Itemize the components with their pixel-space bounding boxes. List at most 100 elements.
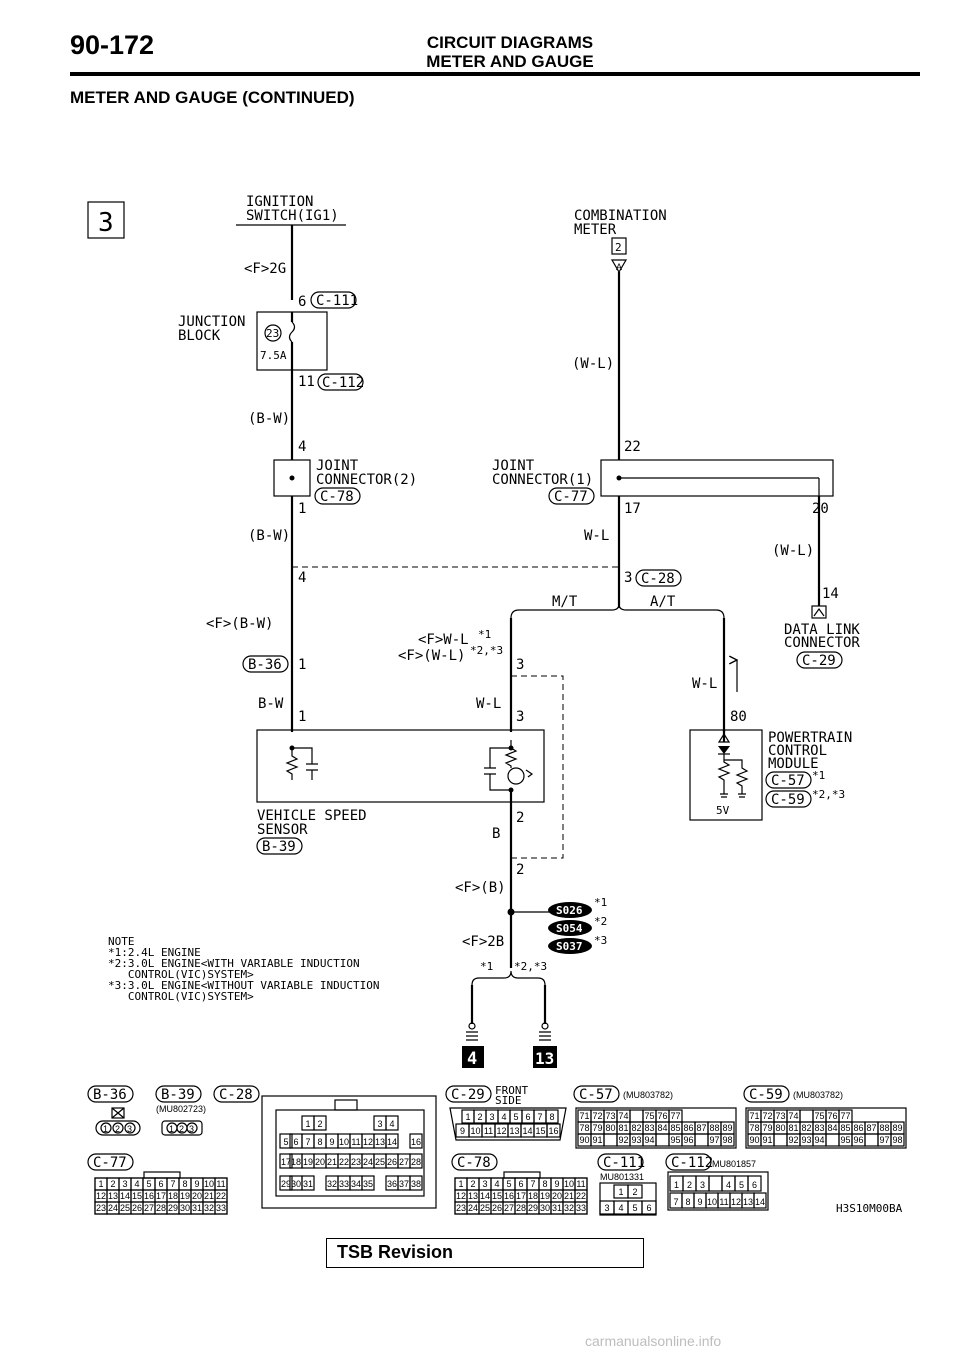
star1-c: *1 [480, 960, 493, 973]
c57-pin: 95 [670, 1135, 680, 1145]
c77-pin: 5 [146, 1179, 151, 1189]
c57-pin: 85 [670, 1123, 680, 1133]
c78-pin: 31 [552, 1203, 562, 1213]
conn-c77-title: C-77 [93, 1155, 127, 1171]
c78-pin: 6 [518, 1179, 523, 1189]
page-ref-box [87, 201, 125, 239]
c28-pin: 8 [317, 1137, 322, 1147]
pin-3c: 3 [516, 709, 524, 725]
c28-pin: 16 [411, 1137, 421, 1147]
c57-pin: 80 [605, 1123, 615, 1133]
tsb-revision-box: TSB Revision [326, 1238, 644, 1268]
pcm-label-3: MODULE [768, 756, 819, 772]
conn-b39-face [161, 1120, 203, 1136]
c77-pin: 2 [110, 1179, 115, 1189]
c111-pin: 6 [646, 1203, 651, 1213]
conn-c59-part: (MU803782) [793, 1090, 843, 1100]
joint1-label-2: CONNECTOR(1) [492, 472, 593, 488]
c57-pin: 73 [605, 1111, 615, 1121]
c28-pin: 7 [305, 1137, 310, 1147]
c77-pin: 8 [182, 1179, 187, 1189]
header-rule [70, 72, 920, 76]
c28-pin: 36 [387, 1179, 397, 1189]
c28-pin: 34 [351, 1179, 361, 1189]
svg-text:1: 1 [103, 1124, 108, 1134]
conn-c59-face [745, 1107, 907, 1149]
c57-pin: 89 [722, 1123, 732, 1133]
wire-wl-5: W-L [692, 676, 717, 692]
c57-pin: 76 [657, 1111, 667, 1121]
c28-pin: 2 [317, 1119, 322, 1129]
data-link-label-1: DATA LINK [784, 622, 860, 638]
c77-pin: 14 [120, 1191, 130, 1201]
c77-pin: 3 [122, 1179, 127, 1189]
c29-pin: 12 [496, 1126, 506, 1136]
fuse-number: 23 [266, 327, 279, 340]
c28-pin: 22 [339, 1157, 349, 1167]
conn-c29-tag: C-29 [802, 653, 836, 669]
c29-pin: 8 [549, 1112, 554, 1122]
ground-page-ref-13 [533, 1046, 557, 1068]
c78-pin: 25 [480, 1203, 490, 1213]
c59-pin: 79 [762, 1123, 772, 1133]
c28-pin: 21 [327, 1157, 337, 1167]
c59-pin: 92 [788, 1135, 798, 1145]
c77-pin: 15 [132, 1191, 142, 1201]
c28-pin: 5 [283, 1137, 288, 1147]
wire-f-2b: <F>2B [462, 934, 504, 950]
c78-pin: 21 [564, 1191, 574, 1201]
conn-c78-title: C-78 [457, 1155, 491, 1171]
combination-meter-label-1: COMBINATION [574, 208, 667, 224]
c78-pin: 16 [504, 1191, 514, 1201]
star1-d: *1 [812, 769, 825, 782]
conn-c112-tag: C-112 [322, 375, 364, 391]
data-link-label-2: CONNECTOR [784, 635, 860, 651]
note-line-3: *2:3.0L ENGINE<WITH VARIABLE INDUCTION [108, 957, 360, 970]
c59-pin: 83 [814, 1123, 824, 1133]
c28-pin: 14 [387, 1137, 397, 1147]
conn-c57-part: (MU803782) [623, 1090, 673, 1100]
pin-80: 80 [730, 709, 747, 725]
diode-icon [718, 746, 730, 754]
wire-f-2g: <F>2G [244, 261, 286, 277]
c29-pin: 11 [484, 1126, 493, 1136]
c59-pin: 95 [840, 1135, 850, 1145]
c28-pin: 33 [339, 1179, 349, 1189]
wire-f-b: <F>(B) [455, 880, 506, 896]
pin-20: 20 [812, 501, 829, 517]
c59-pin: 74 [788, 1111, 798, 1121]
c57-pin: 86 [683, 1123, 693, 1133]
c77-pin: 7 [170, 1179, 175, 1189]
c29-pin: 5 [513, 1112, 518, 1122]
svg-text:13: 13 [535, 1049, 554, 1068]
meter-pin-box: 2 [615, 241, 622, 254]
title-line-2: METER AND GAUGE [426, 52, 594, 71]
conn-c111-title: C-111 [603, 1155, 645, 1171]
c28-pin: 4 [389, 1119, 394, 1129]
wire-wl-1: (W-L) [572, 356, 614, 372]
c78-pin: 29 [528, 1203, 538, 1213]
star23-c: *2,*3 [514, 960, 547, 973]
svg-text:3: 3 [189, 1124, 194, 1134]
c59-pin: 87 [866, 1123, 876, 1133]
c77-pin: 12 [96, 1191, 106, 1201]
c29-pin: 4 [501, 1112, 506, 1122]
c29-pin: 1 [465, 1112, 470, 1122]
joint1-label-1: JOINT [492, 458, 535, 474]
splice-s054: S054 [556, 922, 583, 935]
c59-pin: 93 [801, 1135, 811, 1145]
star23-a: *2,*3 [470, 644, 503, 657]
c78-pin: 15 [492, 1191, 502, 1201]
c57-pin: 79 [592, 1123, 602, 1133]
c77-pin: 10 [204, 1179, 214, 1189]
c112-pin: 11 [719, 1197, 728, 1207]
wire-f-wl2: <F>(W-L) [398, 648, 465, 664]
c77-pin: 19 [180, 1191, 190, 1201]
pin-2b: 2 [516, 862, 524, 878]
junction-block-label-1: JUNCTION [178, 314, 245, 330]
c59-pin: 81 [788, 1123, 798, 1133]
fuse-rating: 7.5A [260, 349, 287, 362]
pin-1c: 1 [298, 709, 306, 725]
c59-pin: 80 [775, 1123, 785, 1133]
